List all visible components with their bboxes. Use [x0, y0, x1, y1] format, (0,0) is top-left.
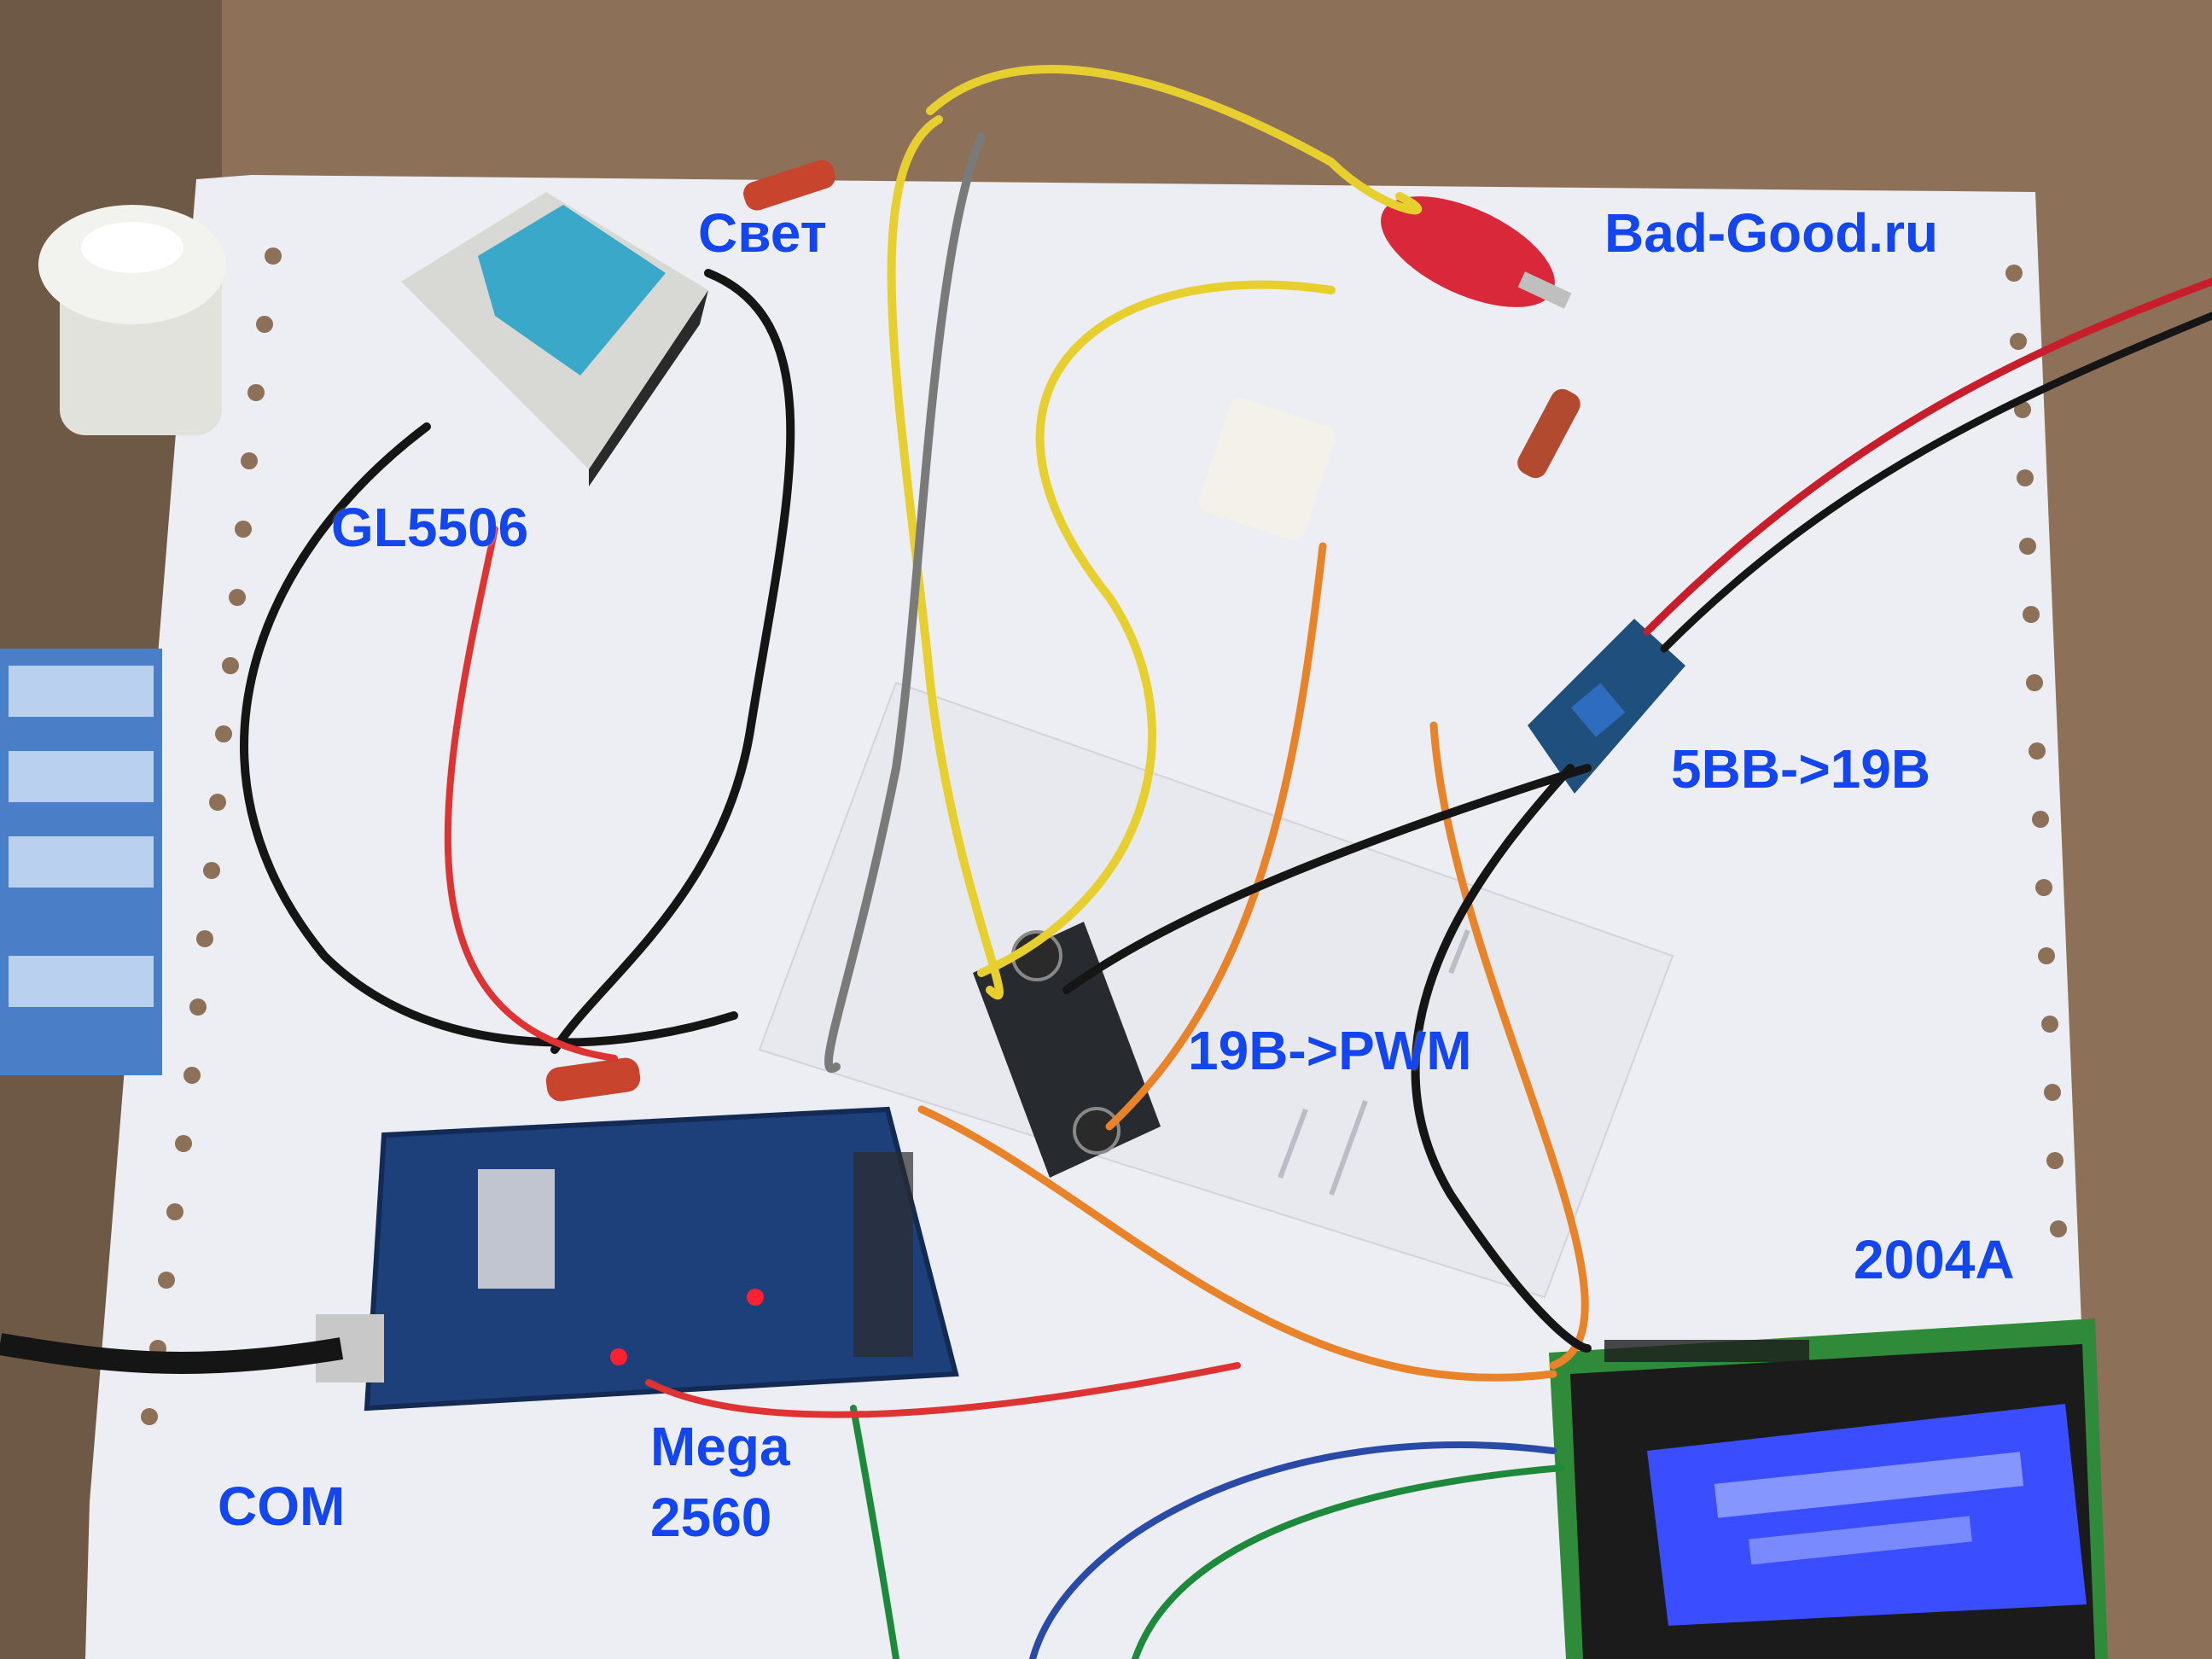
lcd-2004a [1549, 1318, 2108, 1659]
gum-packs [0, 649, 162, 1075]
label-boost: 5ВВ->19В [1671, 738, 1931, 800]
ceramic-resistor [1199, 398, 1336, 541]
mega-2560-board [316, 1106, 959, 1412]
sensor-matchbox [401, 192, 708, 486]
label-sensor: GL5506 [331, 497, 529, 558]
label-display: 2004A [1854, 1229, 2015, 1290]
paper-perforation-holes [141, 247, 2067, 1425]
alligator-clip [1381, 196, 1572, 309]
boost-module [1528, 619, 1685, 794]
label-com: COM [218, 1476, 346, 1537]
resistor-right [1517, 388, 1580, 479]
label-pwm: 19В->PWM [1188, 1020, 1472, 1081]
label-site: Bad-Good.ru [1604, 202, 1939, 264]
usb-cable [0, 1333, 344, 1374]
resistor-top [743, 160, 835, 211]
pwm-module [973, 922, 1161, 1178]
label-board-line1: Mega [650, 1416, 790, 1477]
receipt-print-lines [1278, 928, 1470, 1196]
label-light: Свет [698, 202, 827, 264]
white-bottle [38, 205, 226, 435]
resistor-bottom [545, 1057, 641, 1102]
label-board-line2: 2560 [650, 1487, 772, 1548]
wires [240, 65, 2212, 1659]
